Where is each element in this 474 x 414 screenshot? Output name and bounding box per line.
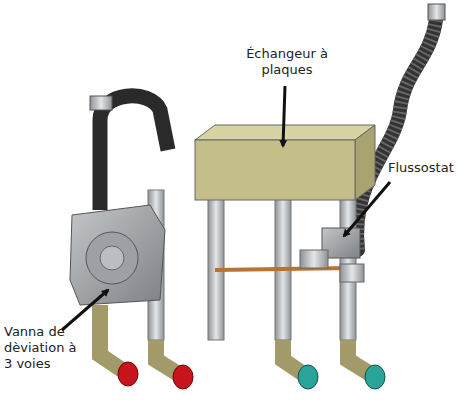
- part-label: Flussostat: [388, 160, 470, 176]
- part-label: Vanna de dèviation à 3 voies: [4, 324, 84, 372]
- part-label: Échangeur à plaques: [232, 46, 342, 78]
